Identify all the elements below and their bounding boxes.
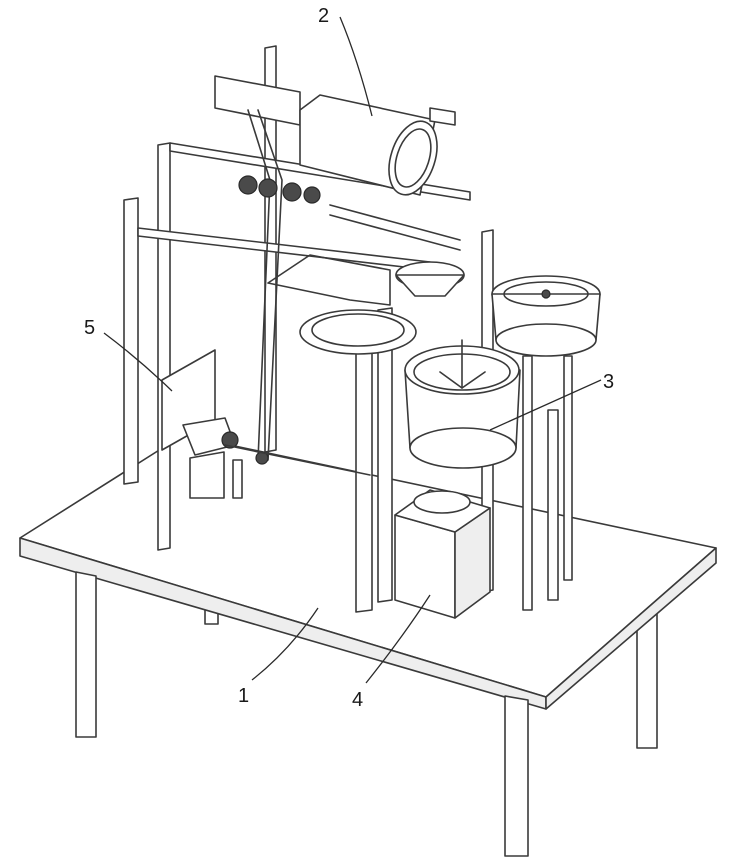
leader-1	[251, 607, 319, 681]
right-bowl-stand-b	[547, 409, 559, 601]
frame-top-bracket	[214, 75, 301, 126]
right-bowl-inner	[503, 281, 589, 307]
chain-belt-2	[257, 109, 283, 461]
drum-end-cap	[388, 120, 438, 196]
motor-stand	[189, 451, 225, 499]
screw-rod-lower	[329, 214, 461, 251]
leader-3	[489, 379, 602, 431]
motor-pulley	[221, 431, 239, 449]
table-leg-back-right	[636, 609, 658, 749]
frame-post-left-outer	[123, 197, 139, 485]
table-leg-front-left	[75, 571, 97, 738]
drive-chain	[238, 109, 461, 461]
screw-rod	[329, 204, 461, 241]
collection-box	[394, 489, 491, 619]
frame-post-center	[355, 317, 373, 613]
part-label-3: 3	[603, 371, 614, 393]
funnel-body	[395, 274, 465, 297]
drum-axle-bracket	[429, 107, 456, 126]
leader-4	[365, 594, 431, 684]
leader-lines	[103, 16, 602, 684]
motor-side-post	[232, 459, 243, 499]
sprocket-2	[258, 178, 278, 198]
right-bowl	[491, 275, 601, 611]
part-label-4: 4	[352, 689, 363, 711]
sprocket-4	[303, 186, 321, 204]
part-label-5: 5	[84, 317, 95, 339]
right-bowl-stand-a	[522, 355, 533, 611]
bucket-bottom	[409, 427, 517, 469]
tabletop-right-edge	[545, 547, 717, 710]
funnel-tray	[299, 261, 465, 355]
motor-shaft	[224, 444, 371, 476]
frame-inner-rectangle	[267, 254, 391, 306]
part-label-1: 1	[238, 685, 249, 707]
right-bowl-hub	[541, 289, 551, 299]
frame-post-center-b	[377, 307, 393, 603]
frame-post-left	[157, 142, 171, 551]
box-lid-round	[413, 490, 471, 514]
sprocket-3	[282, 182, 302, 202]
right-bowl-stand-c	[563, 355, 573, 581]
tray-plate	[299, 309, 417, 355]
table-leg-front-right	[504, 695, 529, 857]
motor-assembly	[161, 349, 371, 499]
sprocket-1	[238, 175, 258, 195]
tray-plate-inner	[311, 313, 405, 347]
right-bowl-bottom	[495, 323, 597, 357]
drum-end-cap-inner	[394, 128, 432, 188]
frame-beam-middle	[137, 227, 431, 271]
leader-5	[103, 332, 173, 392]
part-label-2: 2	[318, 5, 329, 27]
drum	[299, 94, 456, 196]
leader-2	[339, 16, 373, 117]
mixing-bucket	[404, 339, 521, 469]
frame	[123, 45, 494, 613]
